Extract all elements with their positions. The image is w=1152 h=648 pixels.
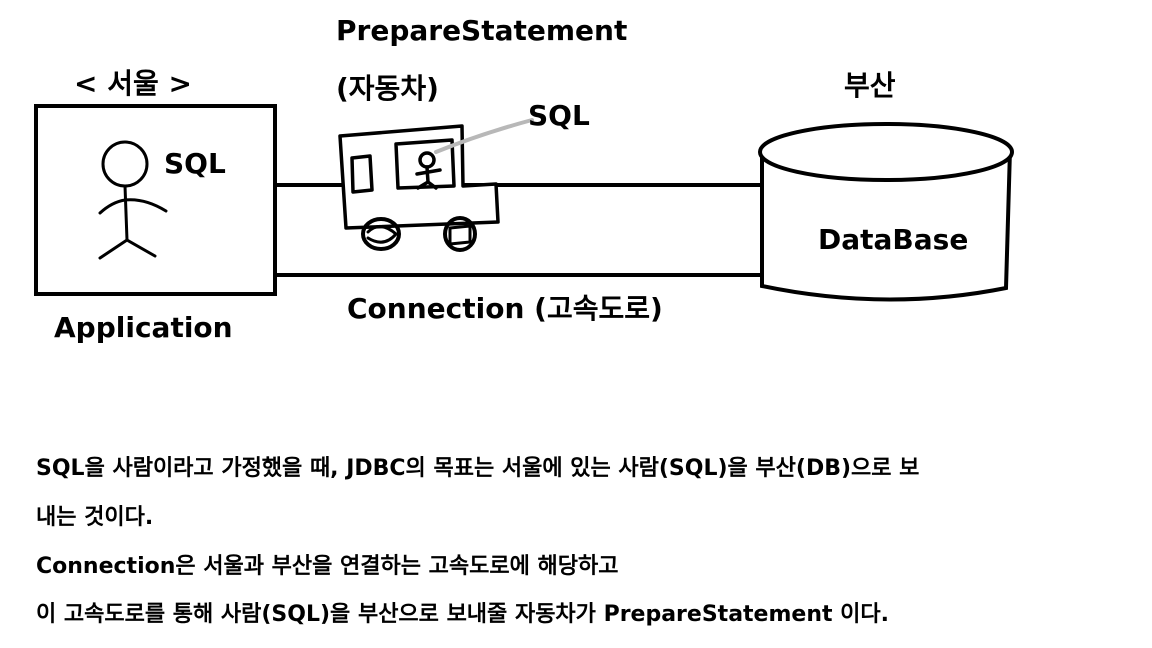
prepare-statement-label: PrepareStatement bbox=[336, 14, 628, 47]
database-cylinder bbox=[758, 122, 1014, 302]
database-label: DataBase bbox=[818, 223, 969, 256]
seoul-label: < 서울 > bbox=[74, 67, 192, 100]
jdbc-diagram: < 서울 > Application SQL PrepareStatement … bbox=[34, 14, 1014, 344]
application-label: Application bbox=[54, 311, 233, 344]
car-label: (자동차) bbox=[336, 72, 439, 105]
car-sql-label: SQL bbox=[528, 99, 590, 132]
person-sql-label: SQL bbox=[164, 147, 226, 180]
car-icon bbox=[338, 124, 500, 252]
busan-label: 부산 bbox=[844, 69, 896, 102]
connection-label: Connection (고속도로) bbox=[347, 292, 663, 325]
caption-line-1: SQL을 사람이라고 가정했을 때, JDBC의 목표는 서울에 있는 사람(S… bbox=[36, 456, 920, 481]
application-box bbox=[34, 104, 277, 296]
caption-line-2: 내는 것이다. bbox=[36, 505, 154, 530]
caption-line-4: 이 고속도로를 통해 사람(SQL)을 부산으로 보내줄 자동차가 Prepar… bbox=[36, 602, 889, 627]
sql-pointer-line bbox=[434, 118, 534, 154]
diagram-drawing bbox=[34, 104, 1014, 302]
caption-line-3: Connection은 서울과 부산을 연결하는 고속도로에 해당하고 bbox=[36, 554, 619, 579]
person-icon bbox=[98, 140, 168, 260]
